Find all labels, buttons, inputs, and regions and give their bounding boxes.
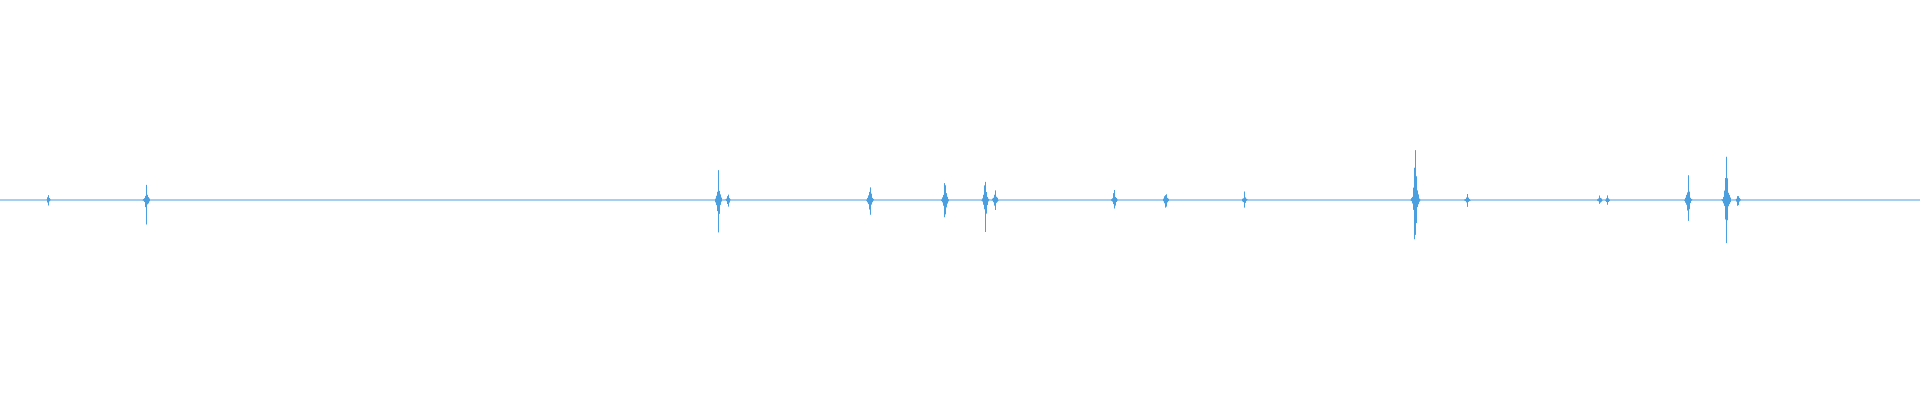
waveform-path (0, 150, 1920, 244)
waveform-trace (0, 150, 1920, 244)
